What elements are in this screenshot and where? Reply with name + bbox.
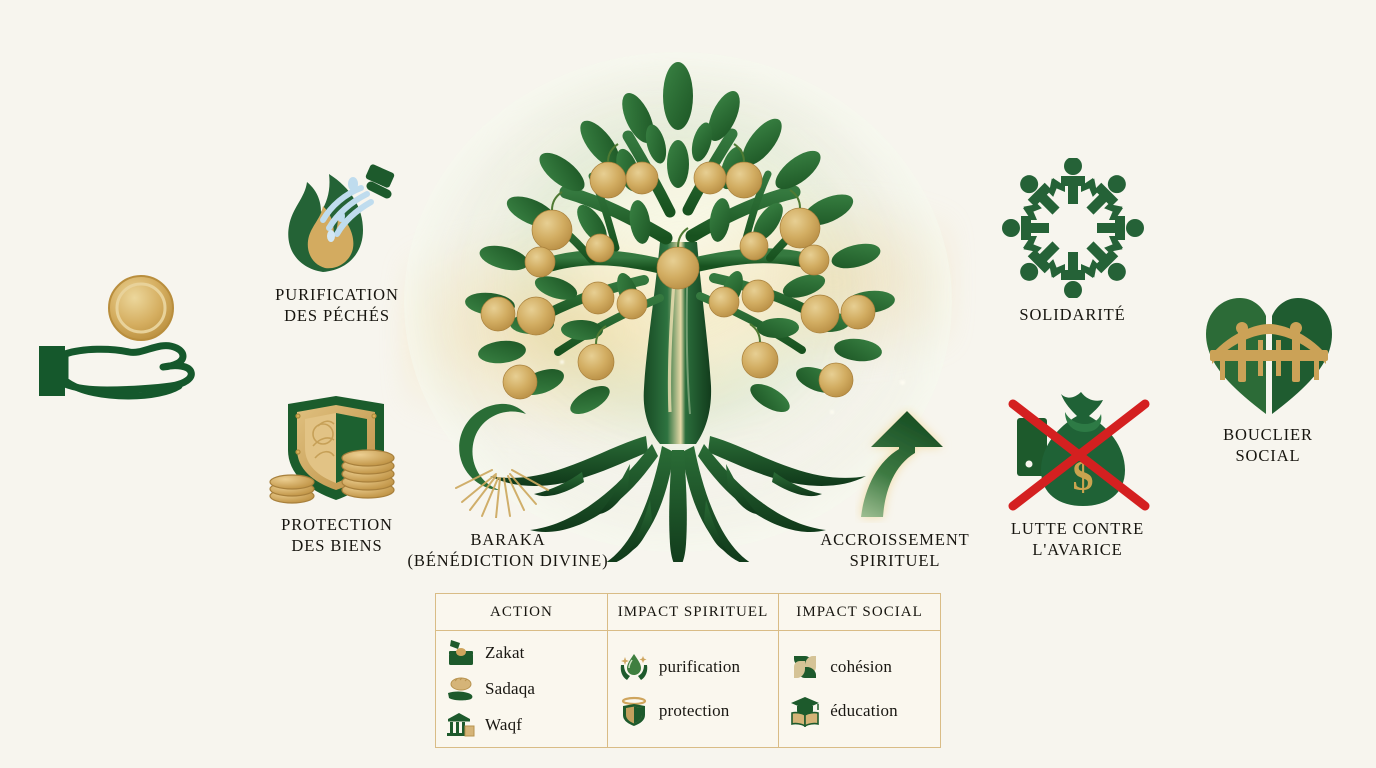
node-solidarite-label: SOLIDARITÉ: [1019, 305, 1126, 324]
cell-impact-spirituel: purification protection: [607, 630, 780, 747]
fruit-tree-with-roots-icon: [465, 62, 895, 570]
node-baraka-label: BARAKA (BÉNÉDICTION DIVINE): [407, 530, 609, 571]
hand-holding-coin-icon: [39, 275, 195, 400]
interlocking-hands-icon: [794, 656, 817, 678]
list-item-label: Zakat: [485, 643, 525, 662]
list-item-education: éducation: [789, 689, 930, 733]
heart-bridge-icon: [1206, 298, 1332, 414]
upward-arrow-icon: [861, 411, 943, 517]
crescent-rays-icon: [455, 403, 549, 519]
node-bouclier: BOUCLIER SOCIAL: [1178, 288, 1358, 466]
list-item-sadaqa: Sadaqa: [446, 671, 597, 707]
column-header-impact-spirituel: IMPACT SPIRITUEL: [607, 594, 780, 631]
node-avarice-label: LUTTE CONTRE L'AVARICE: [1010, 519, 1145, 560]
hands-droplet-icon: [620, 654, 648, 680]
table-body-row: Zakat Sadaqa: [436, 630, 940, 747]
bank-building-icon: [447, 713, 475, 737]
list-item-label: purification: [658, 657, 741, 676]
upward-arrow-group: [855, 405, 965, 528]
list-item-cohesion: cohésion: [789, 645, 930, 689]
node-avarice: $ LUTTE CONTRE L'AVARICE: [995, 390, 1160, 560]
column-header-action: ACTION: [436, 594, 608, 631]
crescent-rays-group: [452, 398, 592, 523]
crossed-money-bag-icon: $: [1008, 392, 1149, 511]
cell-impact-social: cohésion éducation: [778, 630, 940, 747]
cell-actions: Zakat Sadaqa: [436, 630, 608, 747]
list-item-label: Waqf: [485, 715, 523, 734]
table-header-row: ACTION IMPACT SPIRITUEL IMPACT SOCIAL: [436, 594, 940, 631]
impact-matrix-table: ACTION IMPACT SPIRITUEL IMPACT SOCIAL: [435, 593, 941, 748]
list-item-waqf: Waqf: [446, 707, 597, 743]
shield-coins-icon: [269, 396, 395, 504]
list-item-label: cohésion: [830, 657, 893, 676]
node-protection-label: PROTECTION DES BIENS: [281, 515, 393, 556]
node-solidarite: SOLIDARITÉ: [990, 158, 1155, 325]
people-circle-icon: [1001, 158, 1144, 298]
central-tree: [432, 52, 924, 570]
list-item-protection: protection: [618, 689, 768, 733]
graduation-book-icon: [791, 697, 820, 727]
node-purification: PURIFICATION DES PÉCHÉS: [222, 160, 452, 326]
halo-shield-icon: [621, 696, 646, 726]
node-accroissement-label: ACCROISSEMENT SPIRITUEL: [820, 530, 970, 571]
flame-water-icon: [288, 164, 395, 272]
list-item-label: Sadaqa: [485, 679, 536, 698]
list-item-zakat: Zakat: [446, 635, 597, 671]
list-item-label: éducation: [830, 701, 898, 720]
node-purification-label: PURIFICATION DES PÉCHÉS: [275, 285, 399, 326]
hand-bread-icon: [448, 677, 473, 701]
list-item-label: protection: [658, 701, 730, 720]
node-hand-coin: [26, 270, 226, 400]
node-protection: PROTECTION DES BIENS: [222, 392, 452, 556]
list-item-purification: purification: [618, 645, 768, 689]
node-bouclier-label: BOUCLIER SOCIAL: [1223, 425, 1313, 466]
column-header-impact-social: IMPACT SOCIAL: [778, 594, 940, 631]
donation-box-icon: [449, 640, 473, 665]
